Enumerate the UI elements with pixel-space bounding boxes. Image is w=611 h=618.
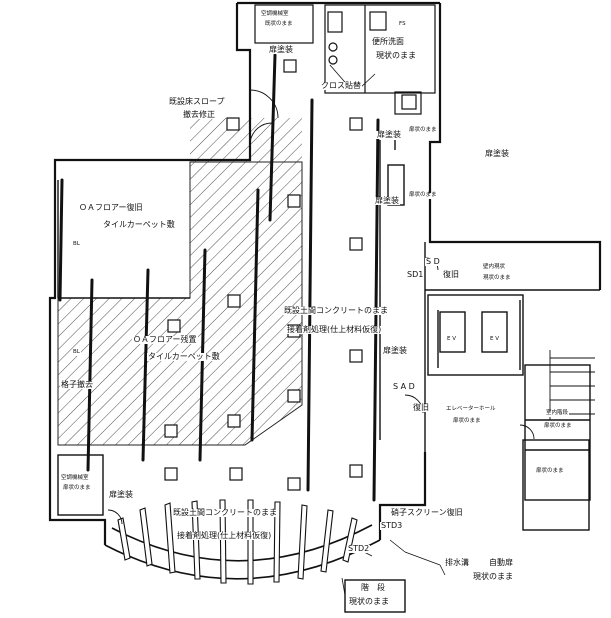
tile-label-1: タイルカーペット敷	[102, 220, 176, 229]
elev-note-label-1: 壁内現状	[482, 264, 507, 271]
concrete-label-2: 既設土間コンクリートのまま	[172, 508, 278, 517]
entrance-fins	[117, 499, 358, 585]
toilet-note: 現状のまま	[375, 51, 417, 60]
oa-floor-hatch-upper	[190, 118, 302, 162]
top-room-note: 既状のまま	[264, 21, 294, 28]
drain-note-label: 現状のまま	[472, 572, 514, 581]
sd-label: S D	[425, 257, 441, 266]
door-paint-label-3: 扉塗装	[484, 149, 510, 158]
door-paint-label-2: 扉塗装	[376, 130, 402, 139]
right-room-note: 扉状のまま	[535, 468, 565, 475]
oa-floor-hatch-zone	[57, 161, 303, 446]
door-paint-label-1: 扉塗装	[268, 45, 294, 54]
std3-label: STD3	[380, 521, 404, 530]
stair-label: 階 段	[360, 583, 386, 592]
oa-restore-label: ＯＡフロアー復旧	[78, 203, 144, 212]
door-note-label: 扉状のまま	[408, 127, 438, 134]
slope-label: 既設床スロープ	[168, 97, 226, 106]
auto-door-label: 自動扉	[488, 558, 514, 567]
bottom-left-room-label: 空調機械室	[60, 475, 90, 482]
door-paint-label-4: 扉塗装	[374, 196, 400, 205]
ev-label-2: E V	[490, 336, 499, 342]
bl-label-1: BL	[72, 241, 81, 248]
elevator-hall-label: エレベーターホール	[445, 406, 497, 413]
door-note-label-2: 扉状のまま	[408, 192, 438, 199]
tile-label-2: タイルカーペット敷	[147, 352, 221, 361]
oa-remain-label: ＯＡフロアー残置	[132, 335, 198, 344]
slope-note: 撤去修正	[182, 110, 216, 119]
screen-label: 硝子スクリーン復旧	[390, 508, 464, 517]
concrete-label-1: 既設土間コンクリートのまま	[283, 306, 389, 315]
elev-note-label-2: 現状のまま	[482, 275, 512, 282]
door-paint-label-5: 扉塗装	[382, 346, 408, 355]
toilet-label: 便所洗面	[371, 37, 405, 46]
adhesive-label-2: 接着剤処理(仕上材料仮復)	[176, 531, 273, 540]
lattice-label: 格子撤去	[60, 380, 94, 389]
fs-label: FS	[398, 21, 407, 28]
drain-label: 排水溝	[444, 558, 470, 567]
bl-label-2: BL	[72, 349, 81, 356]
ev-label-1: E V	[447, 336, 456, 342]
top-room-label: 空調機械室	[260, 11, 290, 18]
sad-label: S A D	[392, 382, 416, 391]
elevator-hall-note: 扉状のまま	[452, 418, 482, 425]
restore-label-1: 復旧	[442, 270, 460, 279]
stair-note-label: 現状のまま	[348, 597, 390, 606]
sd1-label: SD1	[406, 270, 425, 279]
adhesive-label-1: 接着剤処理(仕上材料仮復)	[286, 325, 383, 334]
top-rooms	[254, 4, 436, 115]
restore-label-2: 復旧	[412, 403, 430, 412]
interior-partitions	[57, 140, 600, 613]
cross-label: クロス貼替	[320, 81, 362, 90]
stair-room-label: 室内階段	[545, 410, 570, 417]
std2-label: STD2	[347, 544, 371, 553]
bottom-left-room-note: 扉状のまま	[62, 485, 92, 492]
stair-room-note: 扉状のまま	[543, 423, 573, 430]
door-paint-label-6: 扉塗装	[108, 490, 134, 499]
